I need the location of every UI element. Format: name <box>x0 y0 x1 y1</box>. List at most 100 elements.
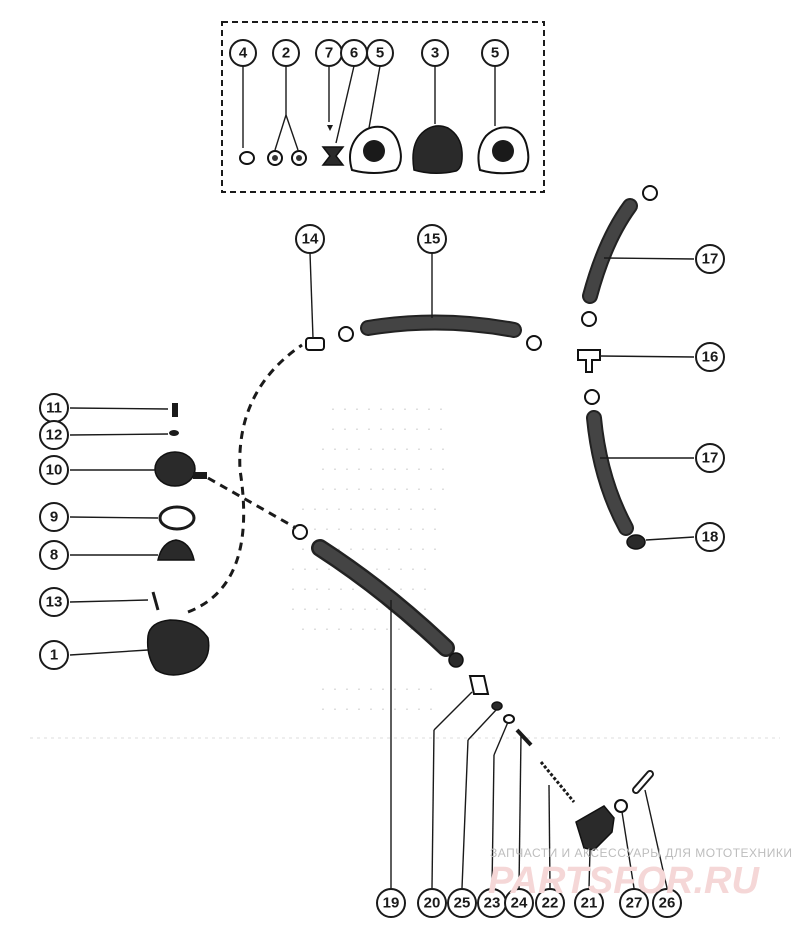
callout-14: 14 <box>295 224 325 254</box>
svg-text:· · · · · · · · · · · ·: · · · · · · · · · · · · <box>290 605 428 616</box>
callout-7: 7 <box>315 39 343 67</box>
screw-13 <box>151 591 160 611</box>
callout-5-right: 5 <box>481 39 509 67</box>
callout-3: 3 <box>421 39 449 67</box>
clamp-15-left <box>338 326 354 342</box>
svg-text:· · · · · · · · · · ·: · · · · · · · · · · · <box>320 485 446 496</box>
watermark-logo: PARTSFOR.RU <box>488 860 760 902</box>
valve-body-21 <box>575 805 615 851</box>
callout-10: 10 <box>39 455 69 485</box>
svg-text:· · · · · · · · · · · ·: · · · · · · · · · · · · <box>300 545 438 556</box>
svg-text:24: 24 <box>511 895 528 912</box>
svg-text:5: 5 <box>491 45 499 62</box>
svg-text:2: 2 <box>282 45 290 62</box>
clamp-17-top <box>642 185 658 201</box>
svg-text:· · · · · · · · · · ·: · · · · · · · · · · · <box>320 445 446 456</box>
callout-18: 18 <box>695 522 725 552</box>
svg-text:20: 20 <box>424 895 441 912</box>
svg-text:3: 3 <box>431 45 439 62</box>
filter-bowl-10 <box>154 451 196 487</box>
svg-text:23: 23 <box>484 895 501 912</box>
washer-25 <box>491 701 503 711</box>
screw-24 <box>515 728 533 747</box>
kit-parts <box>239 125 530 175</box>
washer-12 <box>169 430 179 436</box>
svg-text:22: 22 <box>542 895 559 912</box>
leader-lines <box>69 65 695 889</box>
callout-9: 9 <box>39 502 69 532</box>
svg-text:17: 17 <box>702 450 719 467</box>
pin-part-7 <box>327 125 333 131</box>
callout-6: 6 <box>340 39 368 67</box>
svg-text:· · · · · · · · · · · ·: · · · · · · · · · · · · <box>300 625 438 636</box>
pump-body-1 <box>146 619 210 676</box>
svg-text:8: 8 <box>50 547 58 564</box>
callout-8: 8 <box>39 540 69 570</box>
svg-text:17: 17 <box>702 251 719 268</box>
svg-text:1: 1 <box>50 647 58 664</box>
callout-11: 11 <box>39 393 69 423</box>
svg-text:16: 16 <box>702 349 719 366</box>
callout-17-upper: 17 <box>695 244 725 274</box>
clamp-15-right <box>526 335 542 351</box>
callout-20: 20 <box>417 888 447 918</box>
screw-11 <box>172 403 178 417</box>
dashed-routing <box>187 343 303 614</box>
ring-part-4 <box>239 151 255 165</box>
callout-23: 23 <box>477 888 507 918</box>
diaphragm-part-3 <box>412 125 463 174</box>
svg-text:9: 9 <box>50 509 58 526</box>
clamp-18 <box>626 534 646 550</box>
callout-15: 15 <box>417 224 447 254</box>
callout-22: 22 <box>535 888 565 918</box>
callout-16: 16 <box>695 342 725 372</box>
callout-13: 13 <box>39 587 69 617</box>
svg-text:14: 14 <box>302 231 319 248</box>
callout-25: 25 <box>447 888 477 918</box>
clamp-19-top <box>292 524 308 540</box>
pump-assembly <box>146 403 210 676</box>
clamp-17-low <box>584 389 600 405</box>
svg-text:· · · · · · · · · ·: · · · · · · · · · · <box>320 685 434 696</box>
svg-text:· · · · · · · · · ·: · · · · · · · · · · <box>320 705 434 716</box>
watermark: ЗАПЧАСТИ И АКСЕССУАРЫ ДЛЯ МОТОТЕХНИКИ PA… <box>488 846 792 902</box>
callout-balloons: 4 2 7 6 5 3 5 14 15 17 16 17 18 11 12 10… <box>39 39 725 918</box>
connector-20 <box>468 675 490 695</box>
svg-text:7: 7 <box>325 45 333 62</box>
clamp-19-bottom <box>448 652 464 668</box>
rod-22 <box>539 761 576 803</box>
svg-text:19: 19 <box>383 895 400 912</box>
svg-text:26: 26 <box>659 895 676 912</box>
svg-text:4: 4 <box>239 45 248 62</box>
element-8 <box>157 539 195 561</box>
callout-1: 1 <box>39 640 69 670</box>
svg-text:27: 27 <box>626 895 643 912</box>
valve-part-6 <box>321 146 345 166</box>
elbow-fitting-14 <box>305 337 325 351</box>
svg-text:18: 18 <box>702 529 719 546</box>
callout-2: 2 <box>272 39 300 67</box>
callout-12: 12 <box>39 420 69 450</box>
tee-fitting-16 <box>577 349 601 373</box>
callout-5-left: 5 <box>366 39 394 67</box>
svg-text:· · · · · · · · · · · ·: · · · · · · · · · · · · <box>290 585 428 596</box>
svg-text:12: 12 <box>46 427 63 444</box>
svg-text:13: 13 <box>46 594 63 611</box>
oring-9 <box>158 505 196 531</box>
svg-text:· · · · · · · · · ·: · · · · · · · · · · <box>330 425 444 436</box>
oring-23 <box>503 714 515 724</box>
svg-text:25: 25 <box>454 895 471 912</box>
svg-text:5: 5 <box>376 45 384 62</box>
callout-26: 26 <box>652 888 682 918</box>
svg-text:6: 6 <box>350 45 358 62</box>
svg-text:15: 15 <box>424 231 441 248</box>
callout-21: 21 <box>574 888 604 918</box>
svg-text:11: 11 <box>46 400 62 417</box>
bleed-through-text: · · · · · · · · · · · · · · · · · · · · … <box>30 405 780 739</box>
callout-27: 27 <box>619 888 649 918</box>
callout-24: 24 <box>504 888 534 918</box>
callout-19: 19 <box>376 888 406 918</box>
kit-box <box>221 21 545 193</box>
svg-text:· · · · · · · · · ·: · · · · · · · · · · <box>330 405 444 416</box>
